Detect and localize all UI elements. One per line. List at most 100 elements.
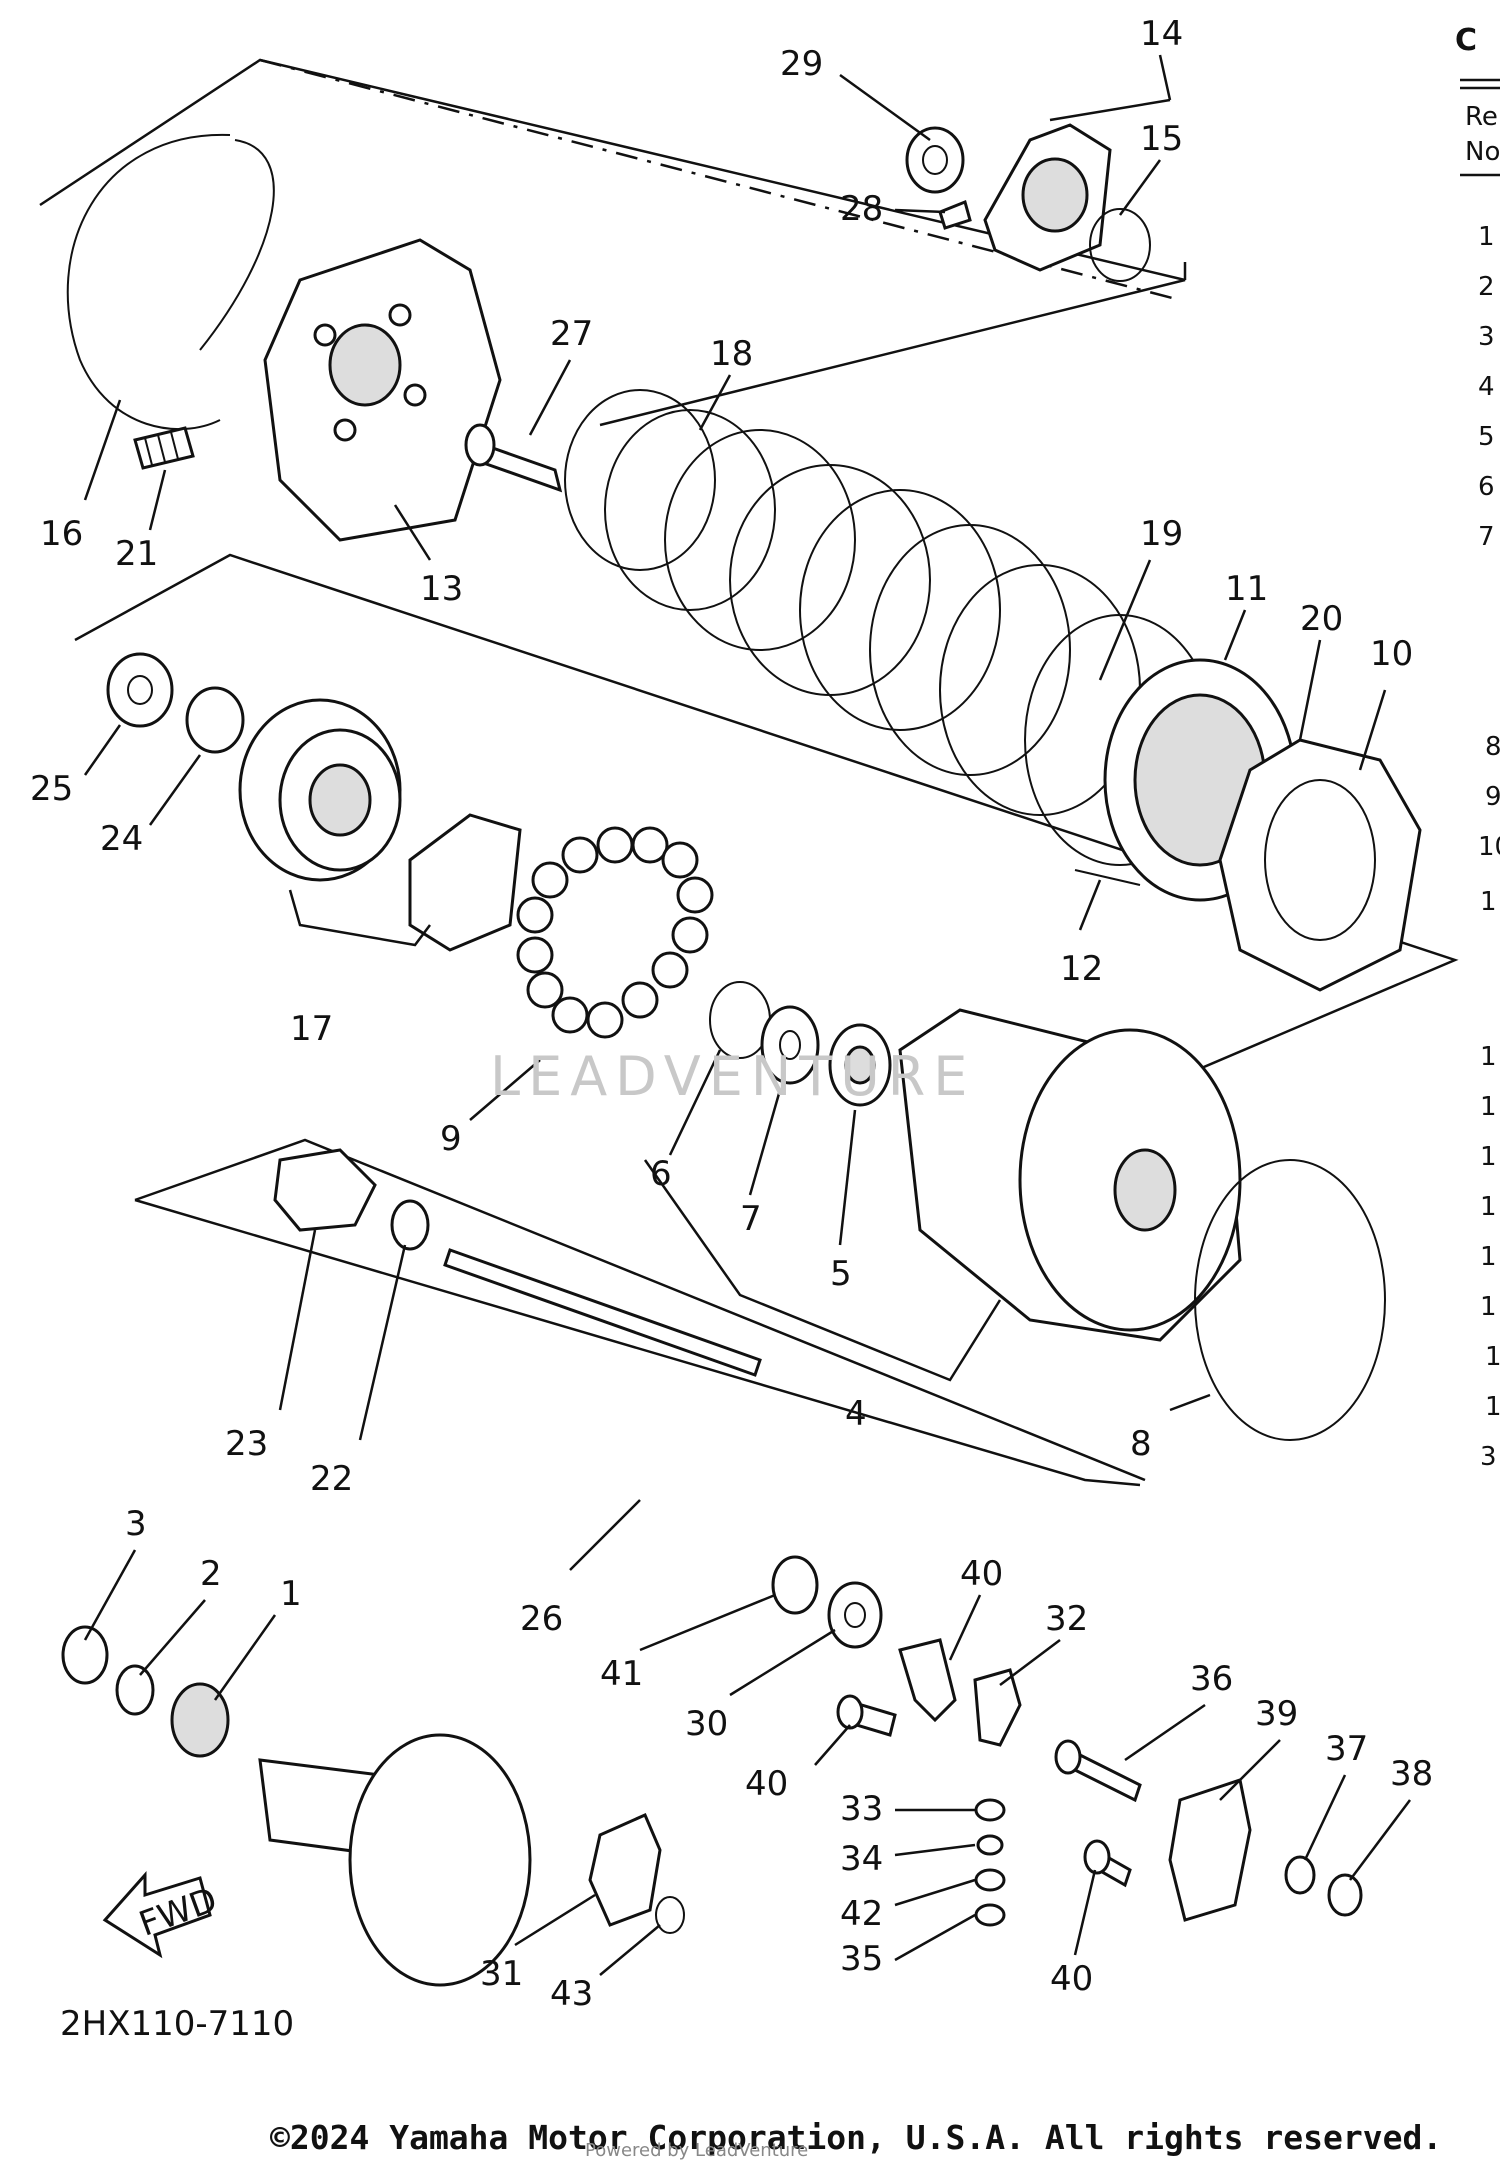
- part-39-bracket: [1168, 1778, 1252, 1922]
- main-axle-shaft: [258, 1733, 532, 1987]
- callout-44: 43: [550, 1974, 593, 2014]
- callout-29: 29: [780, 44, 823, 84]
- callout-38: 38: [1390, 1754, 1433, 1794]
- panel-ref: 1: [1480, 1092, 1497, 1122]
- panel-ref: 7: [1478, 522, 1495, 552]
- callout-34: 34: [840, 1839, 883, 1879]
- callout-39: 39: [1255, 1694, 1298, 1734]
- panel-ref: 1: [1485, 1392, 1500, 1422]
- panel-ref: 9: [1485, 782, 1500, 812]
- part-4-clutch-housing: [898, 1008, 1242, 1342]
- callout-12: 12: [1060, 949, 1103, 989]
- panel-ref: 3: [1478, 322, 1495, 352]
- panel-ref: 1: [1485, 1342, 1500, 1372]
- part-17-driven-gear: [238, 698, 402, 882]
- part-16-circlip: [66, 133, 275, 431]
- assembly-boundaries: [39, 58, 1459, 1487]
- panel-ref: 3: [1480, 1442, 1497, 1472]
- callout-13: 13: [420, 569, 463, 609]
- panel-ref: 6: [1478, 472, 1495, 502]
- part-38-nut: [1327, 1873, 1363, 1917]
- callout-36: 36: [1190, 1659, 1233, 1699]
- callout-20: 20: [1300, 599, 1343, 639]
- callout-18: 18: [710, 334, 753, 374]
- callout-6: 6: [650, 1154, 672, 1194]
- callout-8: 8: [1130, 1424, 1152, 1464]
- part-44-clip: [655, 1896, 685, 1934]
- panel-ref: 1: [1480, 887, 1497, 917]
- callout-11: 11: [1225, 569, 1268, 609]
- callout-40a: 40: [745, 1764, 788, 1804]
- panel-ref: 8: [1485, 732, 1500, 762]
- callout-26: 26: [520, 1599, 563, 1639]
- part-27-push-rod: [464, 423, 563, 493]
- callout-19: 19: [1140, 514, 1183, 554]
- watermark: LEADVENTURE: [490, 1045, 975, 1108]
- part-42-washer: [771, 1555, 819, 1615]
- part-9-balls: [516, 826, 714, 1039]
- part-10-pressure-plate-2: [1218, 738, 1422, 992]
- part-3-nut: [61, 1625, 109, 1685]
- part-21-spring: [133, 426, 195, 470]
- part-41-bracket: [898, 1638, 957, 1723]
- part-23-spacer: [273, 1148, 377, 1232]
- leader-lines: [83, 54, 1411, 1976]
- part-26-push-rod: [443, 1248, 762, 1377]
- part-28-screw: [938, 199, 972, 230]
- part-12-bolt: [1074, 869, 1141, 886]
- panel-ref: 1: [1480, 1242, 1497, 1272]
- part-36-bolt: [1054, 1739, 1142, 1803]
- panel-ref: 1: [1480, 1292, 1497, 1322]
- panel-ref: 1: [1480, 1142, 1497, 1172]
- callout-35: 35: [840, 1939, 883, 1979]
- part-14-bearing-housing: [983, 123, 1112, 272]
- panel-ref: 5: [1478, 422, 1495, 452]
- callout-7: 7: [740, 1199, 762, 1239]
- panel-ref: 10: [1478, 832, 1500, 862]
- parts-33-34-43-35-stack: [974, 1798, 1006, 1927]
- panel-ref: 2: [1478, 272, 1495, 302]
- callout-23: 23: [225, 1424, 268, 1464]
- part-2-washer: [115, 1664, 155, 1716]
- callout-1: 1: [280, 1574, 302, 1614]
- callout-33: 33: [840, 1789, 883, 1829]
- part-29-bearing: [905, 126, 965, 194]
- part-15-clip: [1089, 208, 1151, 282]
- part-32-cable-lever: [973, 1668, 1022, 1747]
- callout-30: 30: [685, 1704, 728, 1744]
- callout-9: 9: [440, 1119, 462, 1159]
- callout-14: 14: [1140, 14, 1183, 54]
- callout-31: 31: [480, 1954, 523, 1994]
- panel-ref: 1: [1480, 1042, 1497, 1072]
- callout-24: 24: [100, 819, 143, 859]
- part-17-driven-gear-b: [408, 813, 522, 952]
- callout-42: 41: [600, 1654, 643, 1694]
- fwd-arrow: FWD: [102, 1871, 222, 1959]
- copyright-notice: ©2024 Yamaha Motor Corporation, U.S.A. A…: [270, 2118, 1443, 2157]
- watermark-subtext: Powered by LeadVenture: [585, 2140, 809, 2161]
- panel-ref: 4: [1478, 372, 1495, 402]
- callout-37: 37: [1325, 1729, 1368, 1769]
- panel-col-ref-1: Re: [1465, 102, 1498, 132]
- part-30-oil-seal: [827, 1581, 883, 1649]
- callout-22: 22: [310, 1459, 353, 1499]
- callout-15: 15: [1140, 119, 1183, 159]
- callout-43: 42: [840, 1894, 883, 1934]
- callout-21: 21: [115, 534, 158, 574]
- callout-labels: 29 14 15 28 27 18 16 21 13 19 11 20 10 2…: [30, 14, 1433, 2014]
- part-24-lock-washer: [185, 686, 245, 754]
- part-31-lever: [588, 1813, 662, 1927]
- part-37-washer: [1284, 1855, 1316, 1895]
- panel-ref: 1: [1478, 222, 1495, 252]
- part-13-pressure-plate: [263, 238, 502, 542]
- panel-header: C: [1455, 23, 1477, 58]
- part-22-washer: [390, 1199, 430, 1251]
- part-5-bushing: [828, 1023, 892, 1107]
- panel-col-ref-2: No: [1465, 137, 1500, 167]
- callout-40b: 40: [1050, 1959, 1093, 1999]
- part-8-o-ring: [1194, 1159, 1386, 1441]
- callout-32: 32: [1045, 1599, 1088, 1639]
- part-1-gear: [170, 1682, 230, 1758]
- callout-28: 28: [840, 189, 883, 229]
